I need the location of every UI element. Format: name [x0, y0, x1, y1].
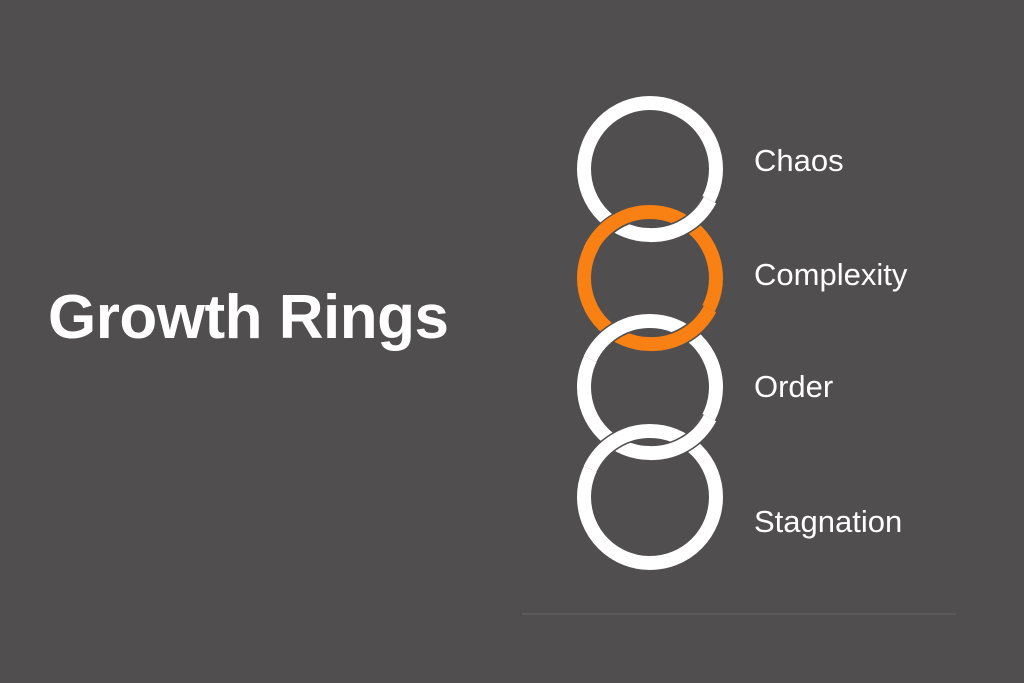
page-title: Growth Rings	[48, 283, 449, 352]
label-order: Order	[754, 369, 834, 404]
label-stagnation: Stagnation	[754, 504, 903, 539]
divider-line	[522, 613, 956, 615]
label-complexity: Complexity	[754, 257, 908, 292]
label-chaos: Chaos	[754, 143, 844, 178]
